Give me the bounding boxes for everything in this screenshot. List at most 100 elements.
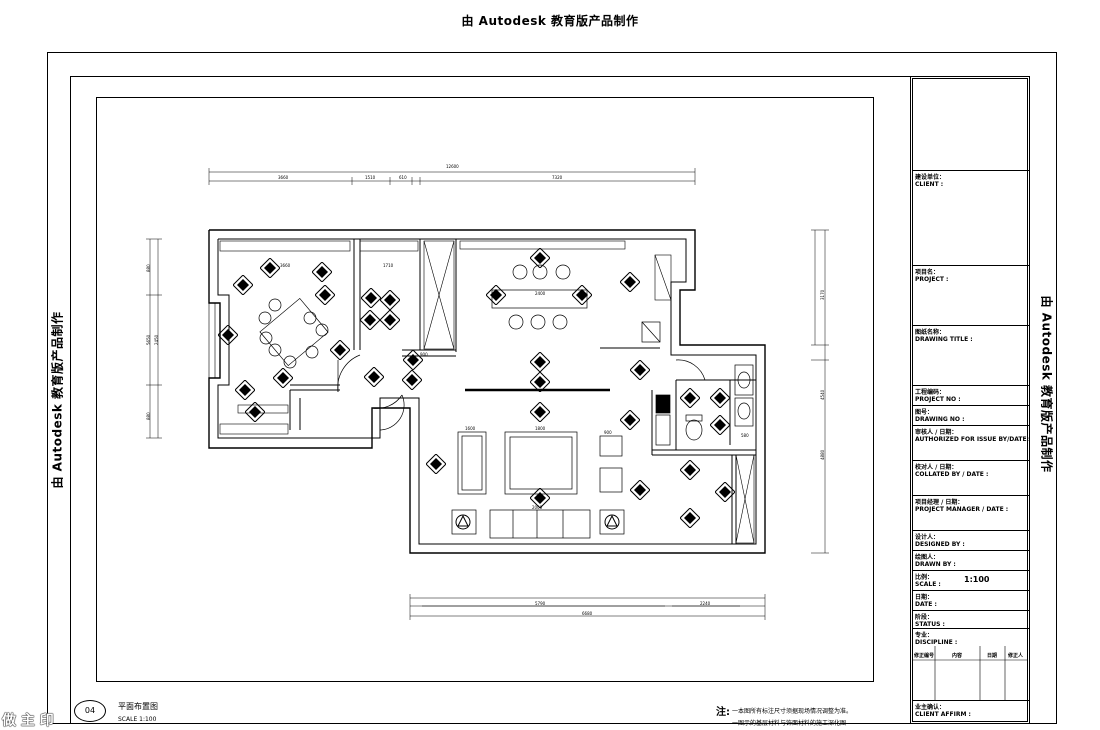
title-block-label-en: DISCIPLINE : [915, 639, 958, 646]
title-block-row: 设计人：DESIGNED BY : [912, 530, 1030, 550]
scale-value: 1:100 [964, 575, 990, 584]
sheet-title: 平面布置图 [118, 702, 158, 711]
dim-top-4: 7320 [552, 175, 563, 180]
viewport-border [96, 97, 874, 682]
light-fixture-icon [620, 272, 640, 292]
light-fixture-icon [680, 508, 700, 528]
light-fixture-icon [330, 340, 350, 360]
title-block-label-cn: 审核人 / 日期： [915, 429, 958, 436]
light-fixture-icon [530, 488, 550, 508]
light-fixture-icon [680, 388, 700, 408]
light-fixture-icon [245, 402, 265, 422]
cabinets [423, 240, 755, 544]
dim-bottom-1: 5790 [535, 601, 546, 606]
dimension-lines [146, 168, 829, 620]
light-fixture-icon [620, 410, 640, 430]
dim-interior-1: 3660 [280, 263, 291, 268]
title-block-label-cn: 专业： [915, 632, 934, 639]
windows [208, 240, 626, 435]
exterior-walls [208, 229, 766, 554]
title-block-label-en: CLIENT : [915, 181, 944, 188]
light-fixture-icon [680, 460, 700, 480]
light-fixture-icon [233, 275, 253, 295]
title-block-label-cn: 建设单位： [915, 174, 946, 181]
dining-set [258, 297, 329, 369]
title-block-label-cn: 图纸名称： [915, 329, 946, 336]
light-fixture-icon [710, 388, 730, 408]
revision-col-content: 内容 [952, 653, 963, 659]
dim-bottom-total: 6680 [582, 611, 593, 616]
title-block-row: 图纸名称：DRAWING TITLE : [912, 325, 1030, 385]
title-block-row: 项目经理 / 日期：PROJECT MANAGER / DATE : [912, 495, 1030, 530]
light-fixture-icon [380, 310, 400, 330]
title-block-label-cn: 日期： [915, 594, 934, 601]
light-fixture-icon [273, 368, 293, 388]
light-fixture-icon [260, 258, 280, 278]
title-block-row: 工程编码：PROJECT NO : [912, 385, 1030, 405]
light-fixture-icon [630, 480, 650, 500]
revision-table [912, 646, 1028, 700]
light-fixture-icon [572, 285, 592, 305]
light-fixture-icon [380, 290, 400, 310]
note-line-2: 一图示的基层材料与饰面材料的施工深化图 [732, 720, 847, 727]
light-fixture-icon [715, 482, 735, 502]
light-fixture-icon [486, 285, 506, 305]
dim-top-3: 610 [399, 175, 407, 180]
light-fixture-icon [710, 415, 730, 435]
watermark-top: 由 Autodesk 教育版产品制作 [461, 14, 639, 28]
dim-top-1: 3660 [278, 175, 289, 180]
dim-interior-5: 1800 [535, 426, 546, 431]
title-block-label-en: CLIENT AFFIRM : [915, 711, 971, 718]
dim-interior-4: 900 [420, 352, 428, 357]
revision-col-date: 日期 [987, 653, 998, 659]
light-fixture-icon [235, 380, 255, 400]
sheet-scale: SCALE 1:100 [118, 716, 157, 723]
note-line-1: 一本图所有标注尺寸须据现场情况调整为准。 [732, 708, 853, 715]
title-block-label-cn: 绘图人： [915, 554, 940, 561]
light-fixture-icon [530, 402, 550, 422]
title-block-label-en: AUTHORIZED FOR ISSUE BY/DATE: [915, 436, 1030, 443]
title-block-row: 项目名：PROJECT : [912, 265, 1030, 325]
dim-bottom-2: 2240 [700, 601, 711, 606]
title-block-label-en: DATE : [915, 601, 937, 608]
title-block-row: 审核人 / 日期：AUTHORIZED FOR ISSUE BY/DATE: [912, 425, 1030, 460]
dim-interior-2: 1710 [383, 263, 394, 268]
title-block-label-en: DRAWING TITLE : [915, 336, 973, 343]
title-block-inner [912, 78, 1028, 722]
light-fixture-icon [402, 370, 422, 390]
title-block-label-cn: 图号： [915, 409, 934, 416]
title-block-label-cn: 项目经理 / 日期： [915, 499, 964, 506]
title-block-row: 绘图人：DRAWN BY : [912, 550, 1030, 570]
title-block-row: 日期：DATE : [912, 590, 1030, 610]
bar-counter [491, 264, 588, 330]
title-block-label-en: DRAWN BY : [915, 561, 956, 568]
bathroom [641, 321, 754, 446]
dim-interior-8: 580 [741, 433, 749, 438]
title-block-row: 校对人 / 日期：COLLATED BY / DATE : [912, 460, 1030, 495]
title-block-label-en: PROJECT NO : [915, 396, 961, 403]
title-block-row: 建设单位：CLIENT : [912, 170, 1030, 265]
light-fixture-icon [530, 248, 550, 268]
title-block-label-en: COLLATED BY / DATE : [915, 471, 989, 478]
title-block-label-en: DRAWING NO : [915, 416, 965, 423]
title-block-label-cn: 工程编码： [915, 389, 946, 396]
dim-top-total: 12600 [446, 164, 459, 169]
doors [337, 354, 706, 431]
revision-col-by: 修正人 [1008, 653, 1024, 659]
light-fixture-icon [403, 350, 423, 370]
dim-interior-3: 2400 [535, 291, 546, 296]
title-block-label-cn: 项目名： [915, 269, 940, 276]
title-block [910, 76, 1030, 724]
light-fixture-icon [360, 310, 380, 330]
light-fixture-icon [218, 325, 238, 345]
title-block-row: 图号：DRAWING NO : [912, 405, 1030, 425]
title-block-label-cn: 设计人： [915, 534, 940, 541]
title-block-row: 比例：SCALE : [912, 570, 1030, 590]
title-block-row: 业主确认：CLIENT AFFIRM : [912, 700, 1030, 722]
title-block-label-cn: 校对人 / 日期： [915, 464, 958, 471]
sheet-number-bubble: 04 [74, 700, 106, 722]
light-fixture-icon [315, 285, 335, 305]
dim-interior-7: 900 [604, 430, 612, 435]
dim-left-1: 880 [146, 264, 151, 272]
